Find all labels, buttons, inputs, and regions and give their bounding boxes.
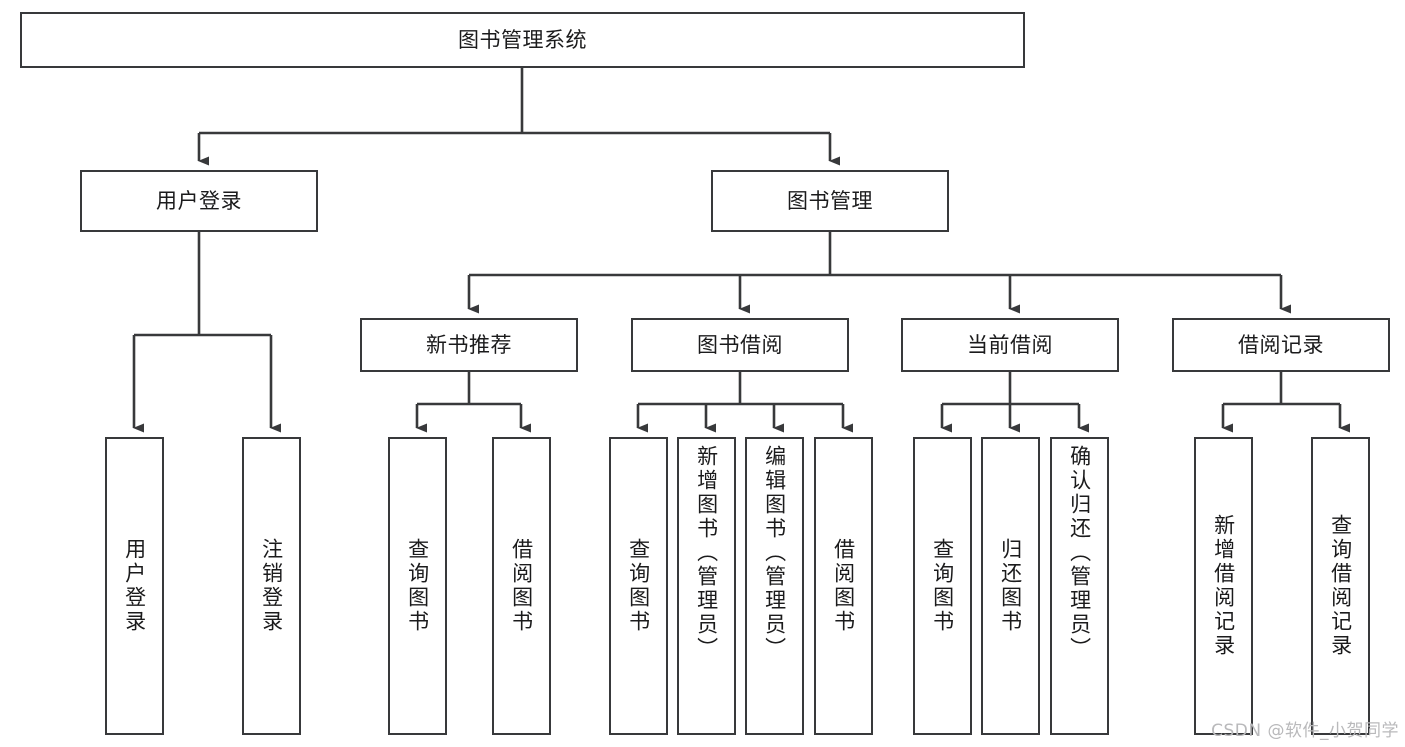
node-leaf-borrow-book-1[interactable]: 借阅图书 bbox=[492, 437, 551, 735]
node-leaf-confirm-return[interactable]: 确认归还（管理员） bbox=[1050, 437, 1109, 735]
node-leaf-borrow-book-2-label: 借阅图书 bbox=[831, 538, 856, 634]
node-new-book-recommend-label: 新书推荐 bbox=[426, 332, 512, 357]
node-leaf-user-login[interactable]: 用户登录 bbox=[105, 437, 164, 735]
node-leaf-add-book[interactable]: 新增图书（管理员） bbox=[677, 437, 736, 735]
node-root-system[interactable]: 图书管理系统 bbox=[20, 12, 1025, 68]
node-new-book-recommend[interactable]: 新书推荐 bbox=[360, 318, 578, 372]
node-leaf-user-logout[interactable]: 注销登录 bbox=[242, 437, 301, 735]
node-leaf-query-record-label: 查询借阅记录 bbox=[1328, 514, 1353, 658]
node-leaf-user-login-label: 用户登录 bbox=[122, 538, 147, 634]
node-leaf-borrow-book-1-label: 借阅图书 bbox=[509, 538, 534, 634]
node-leaf-add-book-label: 新增图书（管理员） bbox=[694, 445, 719, 661]
node-leaf-edit-book-label: 编辑图书（管理员） bbox=[762, 445, 787, 661]
node-user-login[interactable]: 用户登录 bbox=[80, 170, 318, 232]
node-book-borrow[interactable]: 图书借阅 bbox=[631, 318, 849, 372]
node-user-login-label: 用户登录 bbox=[156, 188, 242, 213]
node-leaf-query-book-2[interactable]: 查询图书 bbox=[609, 437, 668, 735]
node-leaf-borrow-book-2[interactable]: 借阅图书 bbox=[814, 437, 873, 735]
node-leaf-add-record[interactable]: 新增借阅记录 bbox=[1194, 437, 1253, 735]
node-borrow-record[interactable]: 借阅记录 bbox=[1172, 318, 1390, 372]
node-leaf-query-record[interactable]: 查询借阅记录 bbox=[1311, 437, 1370, 735]
node-leaf-query-book-2-label: 查询图书 bbox=[626, 538, 651, 634]
node-leaf-confirm-return-label: 确认归还（管理员） bbox=[1067, 445, 1092, 661]
node-current-borrow[interactable]: 当前借阅 bbox=[901, 318, 1119, 372]
node-leaf-return-book-label: 归还图书 bbox=[998, 538, 1023, 634]
node-leaf-user-logout-label: 注销登录 bbox=[259, 538, 284, 634]
node-borrow-record-label: 借阅记录 bbox=[1238, 332, 1324, 357]
node-book-borrow-label: 图书借阅 bbox=[697, 332, 783, 357]
node-leaf-query-book-1[interactable]: 查询图书 bbox=[388, 437, 447, 735]
node-root-label: 图书管理系统 bbox=[458, 27, 587, 52]
node-leaf-query-book-1-label: 查询图书 bbox=[405, 538, 430, 634]
node-book-manage[interactable]: 图书管理 bbox=[711, 170, 949, 232]
node-current-borrow-label: 当前借阅 bbox=[967, 332, 1053, 357]
node-leaf-edit-book[interactable]: 编辑图书（管理员） bbox=[745, 437, 804, 735]
node-leaf-add-record-label: 新增借阅记录 bbox=[1211, 514, 1236, 658]
node-leaf-query-book-3-label: 查询图书 bbox=[930, 538, 955, 634]
node-leaf-query-book-3[interactable]: 查询图书 bbox=[913, 437, 972, 735]
node-book-manage-label: 图书管理 bbox=[787, 188, 873, 213]
node-leaf-return-book[interactable]: 归还图书 bbox=[981, 437, 1040, 735]
